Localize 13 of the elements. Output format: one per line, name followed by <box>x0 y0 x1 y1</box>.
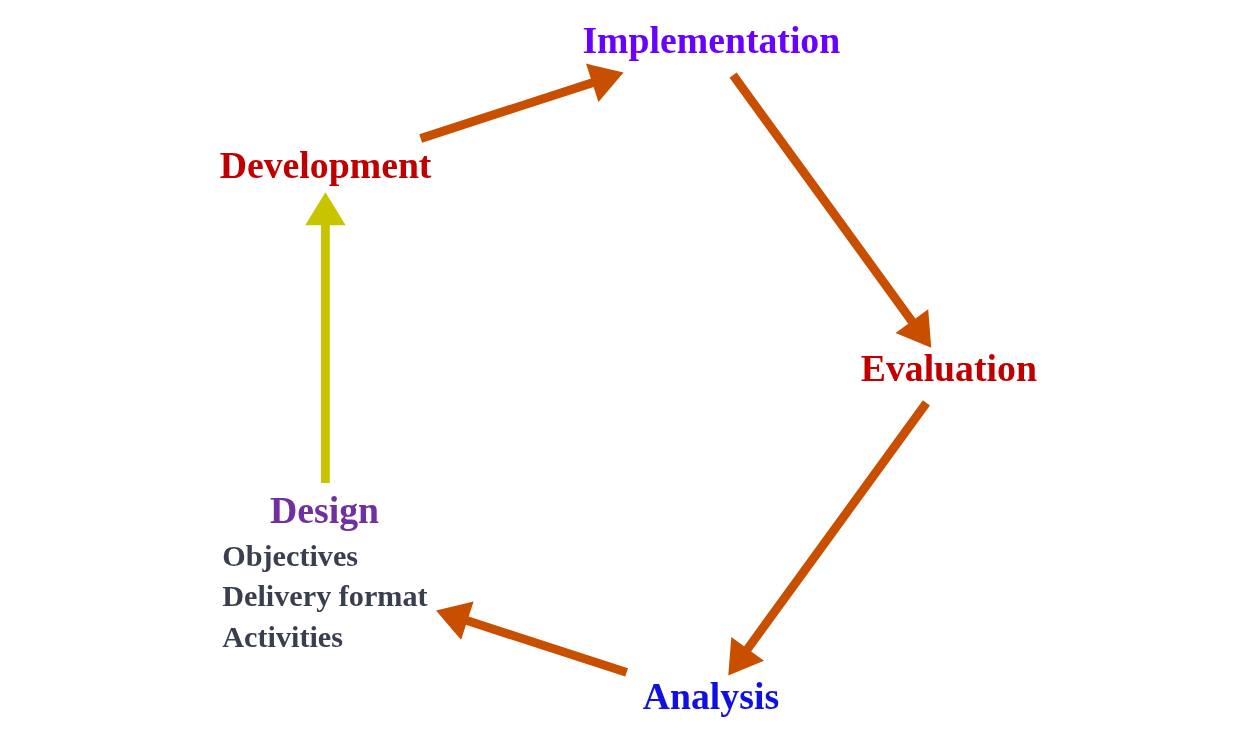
node-text: Development <box>219 144 432 187</box>
arrow <box>728 400 930 676</box>
arrow <box>729 72 932 348</box>
node-label: Activities <box>222 619 343 654</box>
arrow <box>436 601 628 677</box>
node-label: Delivery format <box>222 579 428 614</box>
node-text: Analysis <box>642 674 780 717</box>
arrow <box>305 192 346 484</box>
node-text: Implementation <box>582 19 841 62</box>
arrow <box>419 63 624 143</box>
node-label: Objectives <box>222 538 359 573</box>
node-text: Evaluation <box>860 346 1037 389</box>
node-text: Design <box>270 488 380 531</box>
